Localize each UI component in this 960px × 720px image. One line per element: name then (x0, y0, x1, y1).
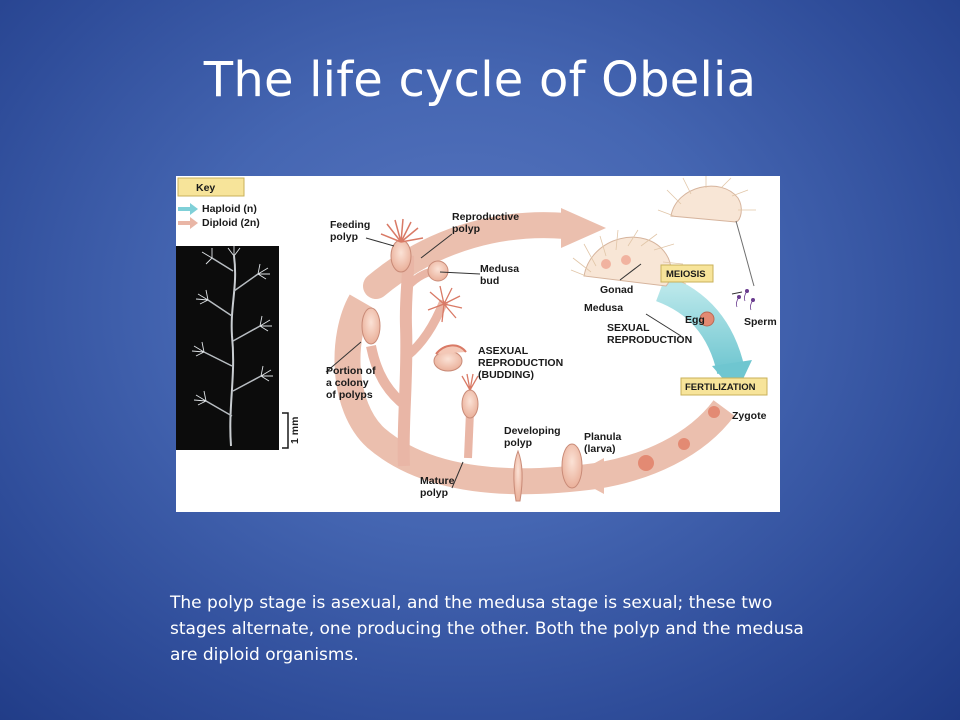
label-zygote: Zygote (732, 410, 767, 422)
meiosis-box (660, 264, 714, 283)
label-medusa: Medusa (584, 302, 623, 314)
slide-title: The life cycle of Obelia (203, 52, 757, 108)
key-legend: Key Haploid (n) Diploid (2n) (177, 177, 260, 229)
label-reproductive-polyp-1: Reproductive (452, 211, 519, 223)
obelia-life-cycle-diagram: Key Haploid (n) Diploid (2n) (176, 176, 780, 512)
label-mature-2: polyp (420, 487, 448, 499)
mature-polyp (461, 373, 479, 459)
medusa-small (657, 176, 756, 287)
label-feeding-polyp-2: polyp (330, 231, 358, 243)
colony-photo (176, 246, 279, 450)
label-medusa-bud-2: bud (480, 275, 499, 287)
label-portion-3: of polyps (326, 389, 373, 401)
label-planula-2: (larva) (584, 443, 616, 455)
diagram-canvas: Key Haploid (n) Diploid (2n) (176, 176, 777, 502)
haploid-arrow-icon (178, 203, 198, 215)
label-feeding-polyp-1: Feeding (330, 219, 370, 231)
label-egg: Egg (685, 314, 705, 326)
label-mature-1: Mature (420, 475, 455, 487)
leader-lines (325, 233, 743, 489)
label-sexual-1: SEXUAL (607, 322, 650, 334)
label-medusa-bud-1: Medusa (480, 263, 519, 275)
label-asexual-2: REPRODUCTION (478, 357, 563, 369)
polyp-colony (361, 218, 467, 467)
label-developing-2: polyp (504, 437, 532, 449)
scale-bar-label: 1 mm (289, 417, 301, 444)
label-portion-2: a colony (326, 377, 369, 389)
diploid-arrow-icon (178, 217, 198, 229)
label-planula-1: Planula (584, 431, 622, 443)
label-portion-1: Portion of (326, 365, 376, 377)
label-developing-1: Developing (504, 425, 561, 437)
key-haploid-label: Haploid (n) (202, 203, 257, 215)
zygote-stages (638, 406, 720, 471)
label-asexual-1: ASEXUAL (478, 345, 529, 357)
label-sexual-2: REPRODUCTION (607, 334, 692, 346)
scale-bar: 1 mm (282, 412, 301, 449)
key-title-box (177, 177, 245, 197)
slide-caption: The polyp stage is asexual, and the medu… (170, 593, 804, 665)
fertilization-box (680, 377, 768, 396)
label-fertilization: FERTILIZATION (685, 382, 756, 393)
developing-polyp (513, 449, 523, 502)
key-title: Key (196, 182, 215, 194)
label-sperm: Sperm (744, 316, 777, 328)
planula-larva (561, 443, 583, 489)
label-gonad: Gonad (600, 284, 633, 296)
key-diploid-label: Diploid (2n) (202, 217, 260, 229)
label-asexual-3: (BUDDING) (478, 369, 534, 381)
label-reproductive-polyp-2: polyp (452, 223, 480, 235)
diagram-labels: Feeding polyp Reproductive polyp Medusa … (326, 211, 777, 499)
label-meiosis: MEIOSIS (666, 269, 706, 280)
egg-and-sperm (699, 289, 755, 327)
